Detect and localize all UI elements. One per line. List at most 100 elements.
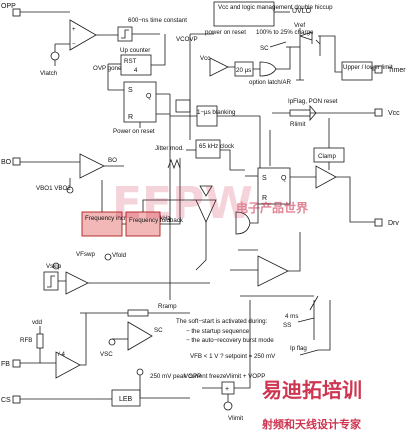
vskip-label: Vskip xyxy=(46,263,62,270)
ovp-gone-label: OVP gone? xyxy=(93,65,125,72)
vbo-label: VBO1 VBO2 xyxy=(36,185,71,192)
ss2-label: − the auto−recovery burst mode xyxy=(186,337,274,344)
twenty-us-label: 20 µs xyxy=(236,67,251,74)
power-on-reset-label: power on reset xyxy=(205,29,246,36)
clamp-driver: Clamp xyxy=(313,118,375,223)
vcc-mgmt-label: Vcc and logic management double hiccup xyxy=(218,4,333,11)
driver-latch: S Q R xyxy=(245,167,316,205)
pin-opp: OPP xyxy=(1,3,21,17)
four-ms-label: 4 ms xyxy=(285,313,298,320)
main-sr-latch: S Q R Power on reset xyxy=(107,64,170,135)
rfb-label: RFB xyxy=(20,337,32,344)
leb-block: LEB 250 mV peak current freeze xyxy=(20,368,227,407)
pin-drv-label: Drv xyxy=(388,220,399,227)
vfold-source-icon xyxy=(104,253,112,261)
percent-label: 100% to 25% charge xyxy=(256,29,314,36)
time-constant-block: 600−ns time constant xyxy=(117,17,187,42)
ss-label: SS xyxy=(283,322,291,329)
feedback-network: vdd RFB / 4 xyxy=(20,313,87,379)
rlimit-label: Rlimit xyxy=(290,121,306,128)
skip-comparator: VFswp Vskip Vfold xyxy=(43,251,210,295)
vcc-regulator: IpFlag, PON reset Rlimit xyxy=(272,98,375,128)
latch-s-label: S xyxy=(128,87,133,94)
vsc-source-icon xyxy=(108,338,116,346)
pin-drv: Drv xyxy=(374,218,399,227)
pwm-logic xyxy=(195,185,259,271)
vopp-label: VOPP xyxy=(184,373,201,380)
auto-recovery-block: Vcc 20 µs option latch/AR xyxy=(200,47,291,86)
pin-opp-label: OPP xyxy=(1,3,16,10)
bo-inner-label: BO xyxy=(108,157,117,164)
charge-switch: 100% to 25% charge SC Vref xyxy=(256,22,342,81)
hysteresis-icon xyxy=(47,275,55,288)
vref-label: Vref xyxy=(294,22,305,29)
watermark-brand: EEPW 电子产品世界 xyxy=(112,178,308,229)
latch-r-label: R xyxy=(128,114,133,121)
rst-label: RST xyxy=(124,58,137,65)
sc2-label: SC xyxy=(154,327,163,334)
blanking-label: 1−µs blanking xyxy=(197,109,236,116)
bo-comparator: BO VBO1 VBO2 xyxy=(20,153,124,194)
freq-foldback-label: Frequency foldback xyxy=(129,217,184,224)
vfswp-label: VFswp xyxy=(76,251,95,258)
div4-label: / 4 xyxy=(58,351,65,358)
power-reset-label: Power on reset xyxy=(113,128,155,135)
uvlo-label: UVLO xyxy=(292,8,312,15)
up-counter-label: Up counter xyxy=(120,47,150,54)
option-label: option latch/AR xyxy=(249,79,291,86)
pin-vcc: Vcc xyxy=(374,108,400,117)
pin-fb-label: FB xyxy=(1,361,10,368)
watermark-cn-big: 易迪拓培训 xyxy=(262,378,362,402)
vsc-label: VSC xyxy=(100,351,113,358)
jitter-label: Jitter mod. xyxy=(155,145,184,152)
svg-text:−: − xyxy=(72,41,76,48)
vlatch-label: Vlatch xyxy=(40,70,58,77)
vlimit-source-icon xyxy=(223,401,233,411)
drv-latch-s-label: S xyxy=(262,175,267,182)
vdd-label: vdd xyxy=(32,319,43,326)
ipflag2-label: Ip flag xyxy=(290,345,307,352)
pin-timer: Timer xyxy=(374,65,406,74)
plus-label: + xyxy=(225,386,229,393)
svg-text:EEPW: EEPW xyxy=(112,178,253,229)
pin-fb: FB xyxy=(1,359,21,368)
peak-source-icon xyxy=(136,368,144,376)
clamp-label: Clamp xyxy=(318,153,336,160)
watermark-cn-top: 电子产品世界 xyxy=(236,200,308,215)
pin-bo-label: BO xyxy=(1,159,12,166)
drv-latch-q-label: Q xyxy=(281,175,287,182)
vcovp-label: VCOVP xyxy=(176,36,198,43)
watermark-bottom: 易迪拓培训 射频和天线设计专家 xyxy=(261,378,362,431)
peak-label: 250 mV peak current freeze xyxy=(150,373,227,380)
upper-lower-label: Upper / lower limit xyxy=(343,64,393,71)
drv-latch-r-label: R xyxy=(262,195,267,202)
sc-label: SC xyxy=(260,45,269,52)
vopp-summer: VOPP Vlimit + VOPP + Vlimit xyxy=(184,300,265,422)
latch-q-label: Q xyxy=(146,93,152,100)
time-constant-label: 600−ns time constant xyxy=(128,17,187,24)
watermark-cn-bottom: 射频和天线设计专家 xyxy=(261,417,362,431)
vlatch-comparator: + − Vlatch xyxy=(20,11,118,77)
ipflag-label: IpFlag, PON reset xyxy=(288,98,338,105)
vfb-label: VFB < 1 V ? setpoint = 250 mV xyxy=(190,353,276,360)
up-counter: OVP gone? Up counter RST 4 xyxy=(93,34,166,76)
pin-timer-label: Timer xyxy=(388,67,406,74)
pin-cs-label: CS xyxy=(1,397,11,404)
vfold-label: Vfold xyxy=(112,252,127,259)
pin-bo: BO xyxy=(1,157,21,166)
clock-label: 65 kHz clock xyxy=(199,143,235,150)
vcc-small-label: Vcc xyxy=(200,55,210,62)
freq-foldback-block: Frequency foldback xyxy=(125,211,184,237)
blanking-block: 1−µs blanking xyxy=(170,99,260,127)
vcc-logic-management: Vcc and logic management double hiccup U… xyxy=(176,1,333,43)
bus-wires xyxy=(169,34,271,300)
vskip-source-icon xyxy=(52,262,60,270)
vlatch-source-icon xyxy=(50,51,60,61)
vlimit-sum-label: Vlimit + VOPP xyxy=(226,373,265,380)
softstart-note: The soft−start is activated during: − th… xyxy=(176,318,276,360)
ramp-compensation: Rramp SC VSC xyxy=(80,303,190,358)
softstart-label: The soft−start is activated during: xyxy=(176,318,268,325)
leb-label: LEB xyxy=(119,396,133,403)
counter-four-label: 4 xyxy=(134,67,138,74)
